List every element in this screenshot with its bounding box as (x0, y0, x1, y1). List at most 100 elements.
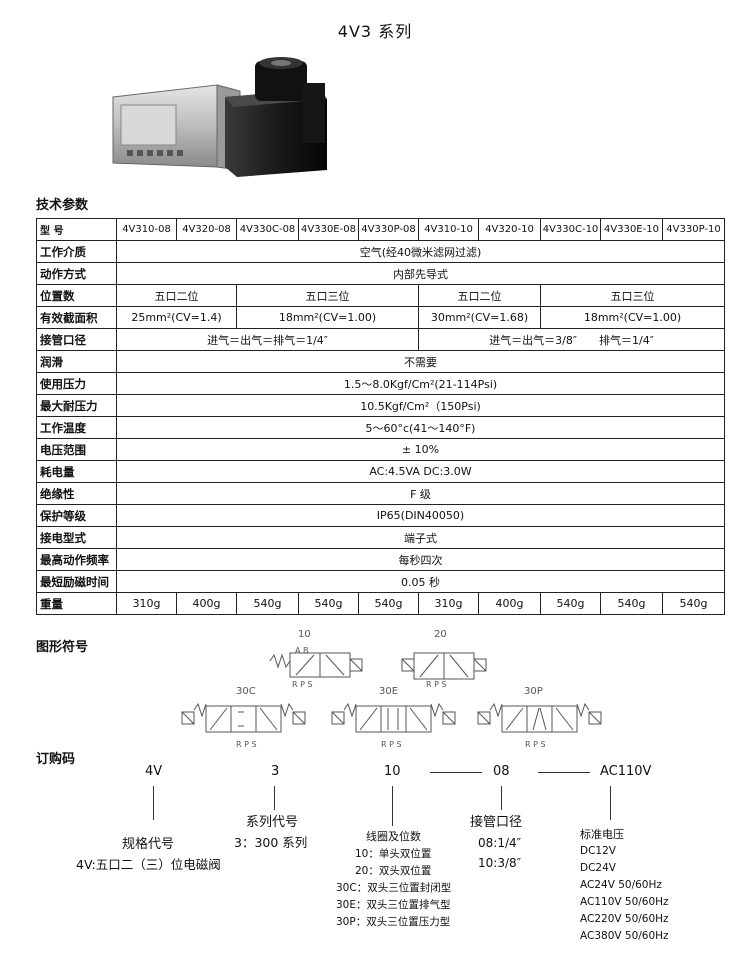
order-heading: 订购码 (36, 752, 76, 767)
order-code-voltage: AC110V (600, 764, 652, 779)
coil-item: 30C：双头三位置封闭型 (336, 882, 452, 894)
weight-cell: 400g (176, 592, 237, 615)
row-label: 使用压力 (36, 372, 117, 395)
coil-item: 20：双头双位置 (355, 865, 432, 877)
row-label: 保护等级 (36, 504, 117, 527)
spec-row-area: 有效截面积 25mm²(CV=1.4) 18mm²(CV=1.00) 30mm²… (36, 306, 725, 329)
spec-row-position: 位置数 五口二位 五口三位 五口二位 五口三位 (36, 284, 725, 307)
symbol-30p-port-rps: R P S (525, 740, 546, 749)
series-code-title: 系列代号 (246, 815, 299, 830)
coil-item: 30P：双头三位置压力型 (336, 916, 451, 928)
model-label: 型 号 (36, 218, 117, 241)
row-value: 不需要 (116, 350, 725, 373)
symbol-30e-port-rps: R P S (381, 740, 402, 749)
spec-row-power: 耗电量 AC:4.5VA DC:3.0W (36, 460, 725, 483)
row-value: 进气＝出气＝3/8″ 排气＝1/4″ (418, 328, 725, 351)
port-title: 接管口径 (470, 815, 523, 830)
symbol-label-10: 10 (298, 629, 311, 640)
row-value: 10.5Kgf/Cm²（150Psi) (116, 394, 725, 417)
row-value: 五口三位 (540, 284, 725, 307)
row-label: 动作方式 (36, 262, 117, 285)
row-value: 1.5～8.0Kgf/Cm²(21-114Psi) (116, 372, 725, 395)
row-value: 18mm²(CV=1.00) (236, 306, 419, 329)
spec-row-voltage-range: 电压范围 ± 10% (36, 438, 725, 461)
row-value: 25mm²(CV=1.4) (116, 306, 237, 329)
valve-symbol-30c (181, 702, 306, 733)
weight-cell: 540g (298, 592, 359, 615)
coil-item: 30E：双头三位置排气型 (336, 899, 451, 911)
weight-cell: 400g (478, 592, 541, 615)
row-value: ± 10% (116, 438, 725, 461)
series-code-desc: 3：300 系列 (234, 835, 308, 850)
spec-row-port: 接管口径 进气＝出气＝排气＝1/4″ 进气＝出气＝3/8″ 排气＝1/4″ (36, 328, 725, 351)
symbol-label-30c: 30C (236, 686, 256, 697)
weight-cell: 540g (540, 592, 601, 615)
solenoid-valve-photo (112, 57, 327, 177)
spec-row-action: 动作方式 内部先导式 (36, 262, 725, 285)
model-cell: 4V310-08 (116, 218, 177, 241)
weight-cell: 540g (662, 592, 725, 615)
valve-symbol-10 (269, 652, 363, 678)
row-label: 最短励磁时间 (36, 570, 117, 593)
page-title: 4V3 系列 (337, 22, 413, 41)
weight-cell: 310g (116, 592, 177, 615)
voltage-item: DC24V (580, 862, 616, 874)
coil-item: 10：单头双位置 (355, 848, 432, 860)
spec-row-protection: 保护等级 IP65(DIN40050) (36, 504, 725, 527)
symbol-20-port-rps: R P S (426, 680, 447, 689)
row-label: 耗电量 (36, 460, 117, 483)
row-label: 接电型式 (36, 526, 117, 549)
row-value: 30mm²(CV=1.68) (418, 306, 541, 329)
spec-table: 型 号 4V310-08 4V320-08 4V330C-08 4V330E-0… (36, 218, 725, 615)
model-cell: 4V330P-10 (662, 218, 725, 241)
weight-cell: 310g (418, 592, 479, 615)
model-cell: 4V330P-08 (358, 218, 419, 241)
order-dash (538, 772, 590, 773)
connector-line (153, 786, 154, 820)
row-label: 工作温度 (36, 416, 117, 439)
model-cell: 4V330C-08 (236, 218, 299, 241)
model-cell: 4V320-10 (478, 218, 541, 241)
row-value: 0.05 秒 (116, 570, 725, 593)
valve-symbol-30p (477, 702, 602, 733)
row-value: 18mm²(CV=1.00) (540, 306, 725, 329)
row-value: 空气(经40微米滤网过滤) (116, 240, 725, 263)
row-label: 接管口径 (36, 328, 117, 351)
row-value: 每秒四次 (116, 548, 725, 571)
row-label: 绝缘性 (36, 482, 117, 505)
weight-cell: 540g (358, 592, 419, 615)
spec-row-medium: 工作介质 空气(经40微米滤网过滤) (36, 240, 725, 263)
row-value: AC:4.5VA DC:3.0W (116, 460, 725, 483)
order-dash (430, 772, 482, 773)
valve-symbol-30e (331, 702, 456, 733)
row-label: 工作介质 (36, 240, 117, 263)
row-value: 五口二位 (418, 284, 541, 307)
symbol-label-30e: 30E (379, 686, 399, 697)
tech-params-heading: 技术参数 (36, 198, 89, 213)
spec-row-max-pressure: 最大耐压力 10.5Kgf/Cm²（150Psi) (36, 394, 725, 417)
spec-row-temp: 工作温度 5～60°c(41～140°F) (36, 416, 725, 439)
model-cell: 4V330E-08 (298, 218, 359, 241)
symbols-heading: 图形符号 (36, 640, 89, 655)
row-label: 电压范围 (36, 438, 117, 461)
symbol-label-30p: 30P (524, 686, 543, 697)
connector-line (392, 786, 393, 826)
row-label: 重量 (36, 592, 117, 615)
row-label: 最大耐压力 (36, 394, 117, 417)
order-code-series: 3 (271, 764, 280, 779)
row-value: 进气＝出气＝排气＝1/4″ (116, 328, 419, 351)
spec-code-desc: 4V:五口二（三）位电磁阀 (76, 857, 221, 872)
voltage-title: 标准电压 (580, 828, 624, 841)
spec-row-insulation: 绝缘性 F 级 (36, 482, 725, 505)
row-value: 五口三位 (236, 284, 419, 307)
coil-title: 线圈及位数 (366, 830, 421, 843)
row-label: 润滑 (36, 350, 117, 373)
order-code-coil: 10 (384, 764, 401, 779)
spec-row-wiring: 接电型式 端子式 (36, 526, 725, 549)
spec-row-model: 型 号 4V310-08 4V320-08 4V330C-08 4V330E-0… (36, 218, 725, 241)
weight-cell: 540g (236, 592, 299, 615)
row-label: 最高动作频率 (36, 548, 117, 571)
spec-row-pressure: 使用压力 1.5～8.0Kgf/Cm²(21-114Psi) (36, 372, 725, 395)
order-code-spec: 4V (145, 764, 163, 779)
row-value: 端子式 (116, 526, 725, 549)
